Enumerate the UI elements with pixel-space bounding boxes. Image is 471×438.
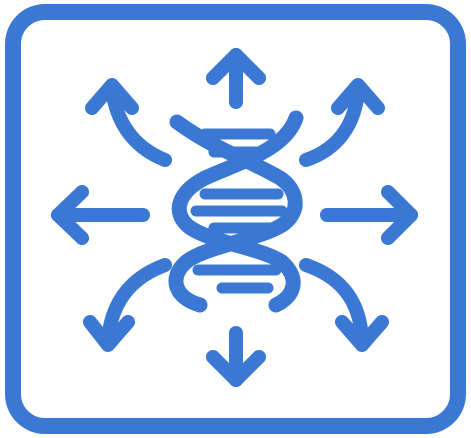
arrow-down-icon [206, 326, 266, 387]
arrow-down-left-curved-icon [83, 258, 172, 352]
arrow-down-right-curved-icon [299, 258, 389, 352]
arrow-up-icon [206, 48, 266, 109]
dna-helix-icon [168, 110, 304, 313]
helix-strand-right [171, 110, 304, 313]
arrow-up-right-curved-icon [299, 78, 385, 167]
arrow-left-icon [51, 185, 150, 245]
arrow-right-icon [320, 185, 418, 245]
arrow-up-left-curved-icon [85, 78, 172, 167]
frame-border [5, 4, 466, 434]
